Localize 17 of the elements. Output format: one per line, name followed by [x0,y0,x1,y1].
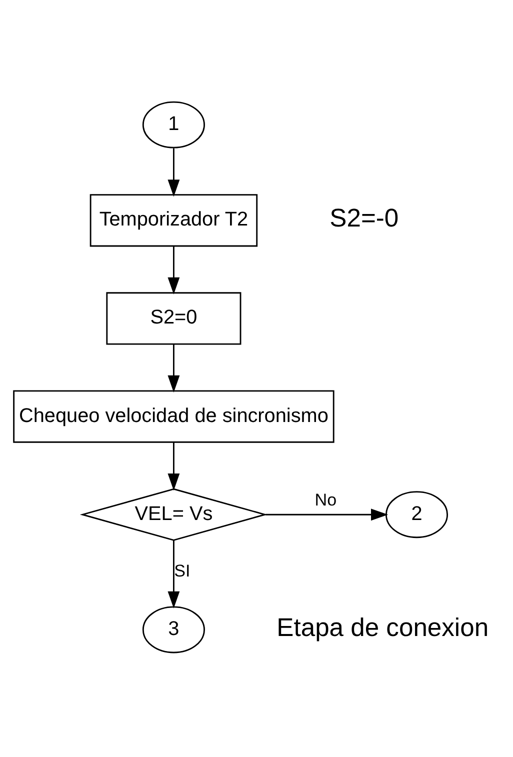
node-box: Temporizador T2 [90,194,258,247]
node-ellipse: 3 [142,606,205,654]
arrow [168,442,180,491]
arrow [168,148,180,197]
arrow [168,540,180,608]
node-box: S2=0 [106,292,242,345]
label: S2=-0 [330,204,399,233]
node-box: Chequeo velocidad de sincronismo [13,390,334,443]
arrow [266,508,388,521]
node-ellipse: 2 [385,491,448,538]
edge-label: No [314,490,337,510]
node-ellipse: 1 [142,101,205,148]
edge-label: SI [174,562,190,581]
label: Etapa de conexion [276,614,489,642]
arrow [168,246,180,294]
arrow [168,344,180,392]
node-diamond: VEL= Vs [80,488,268,541]
